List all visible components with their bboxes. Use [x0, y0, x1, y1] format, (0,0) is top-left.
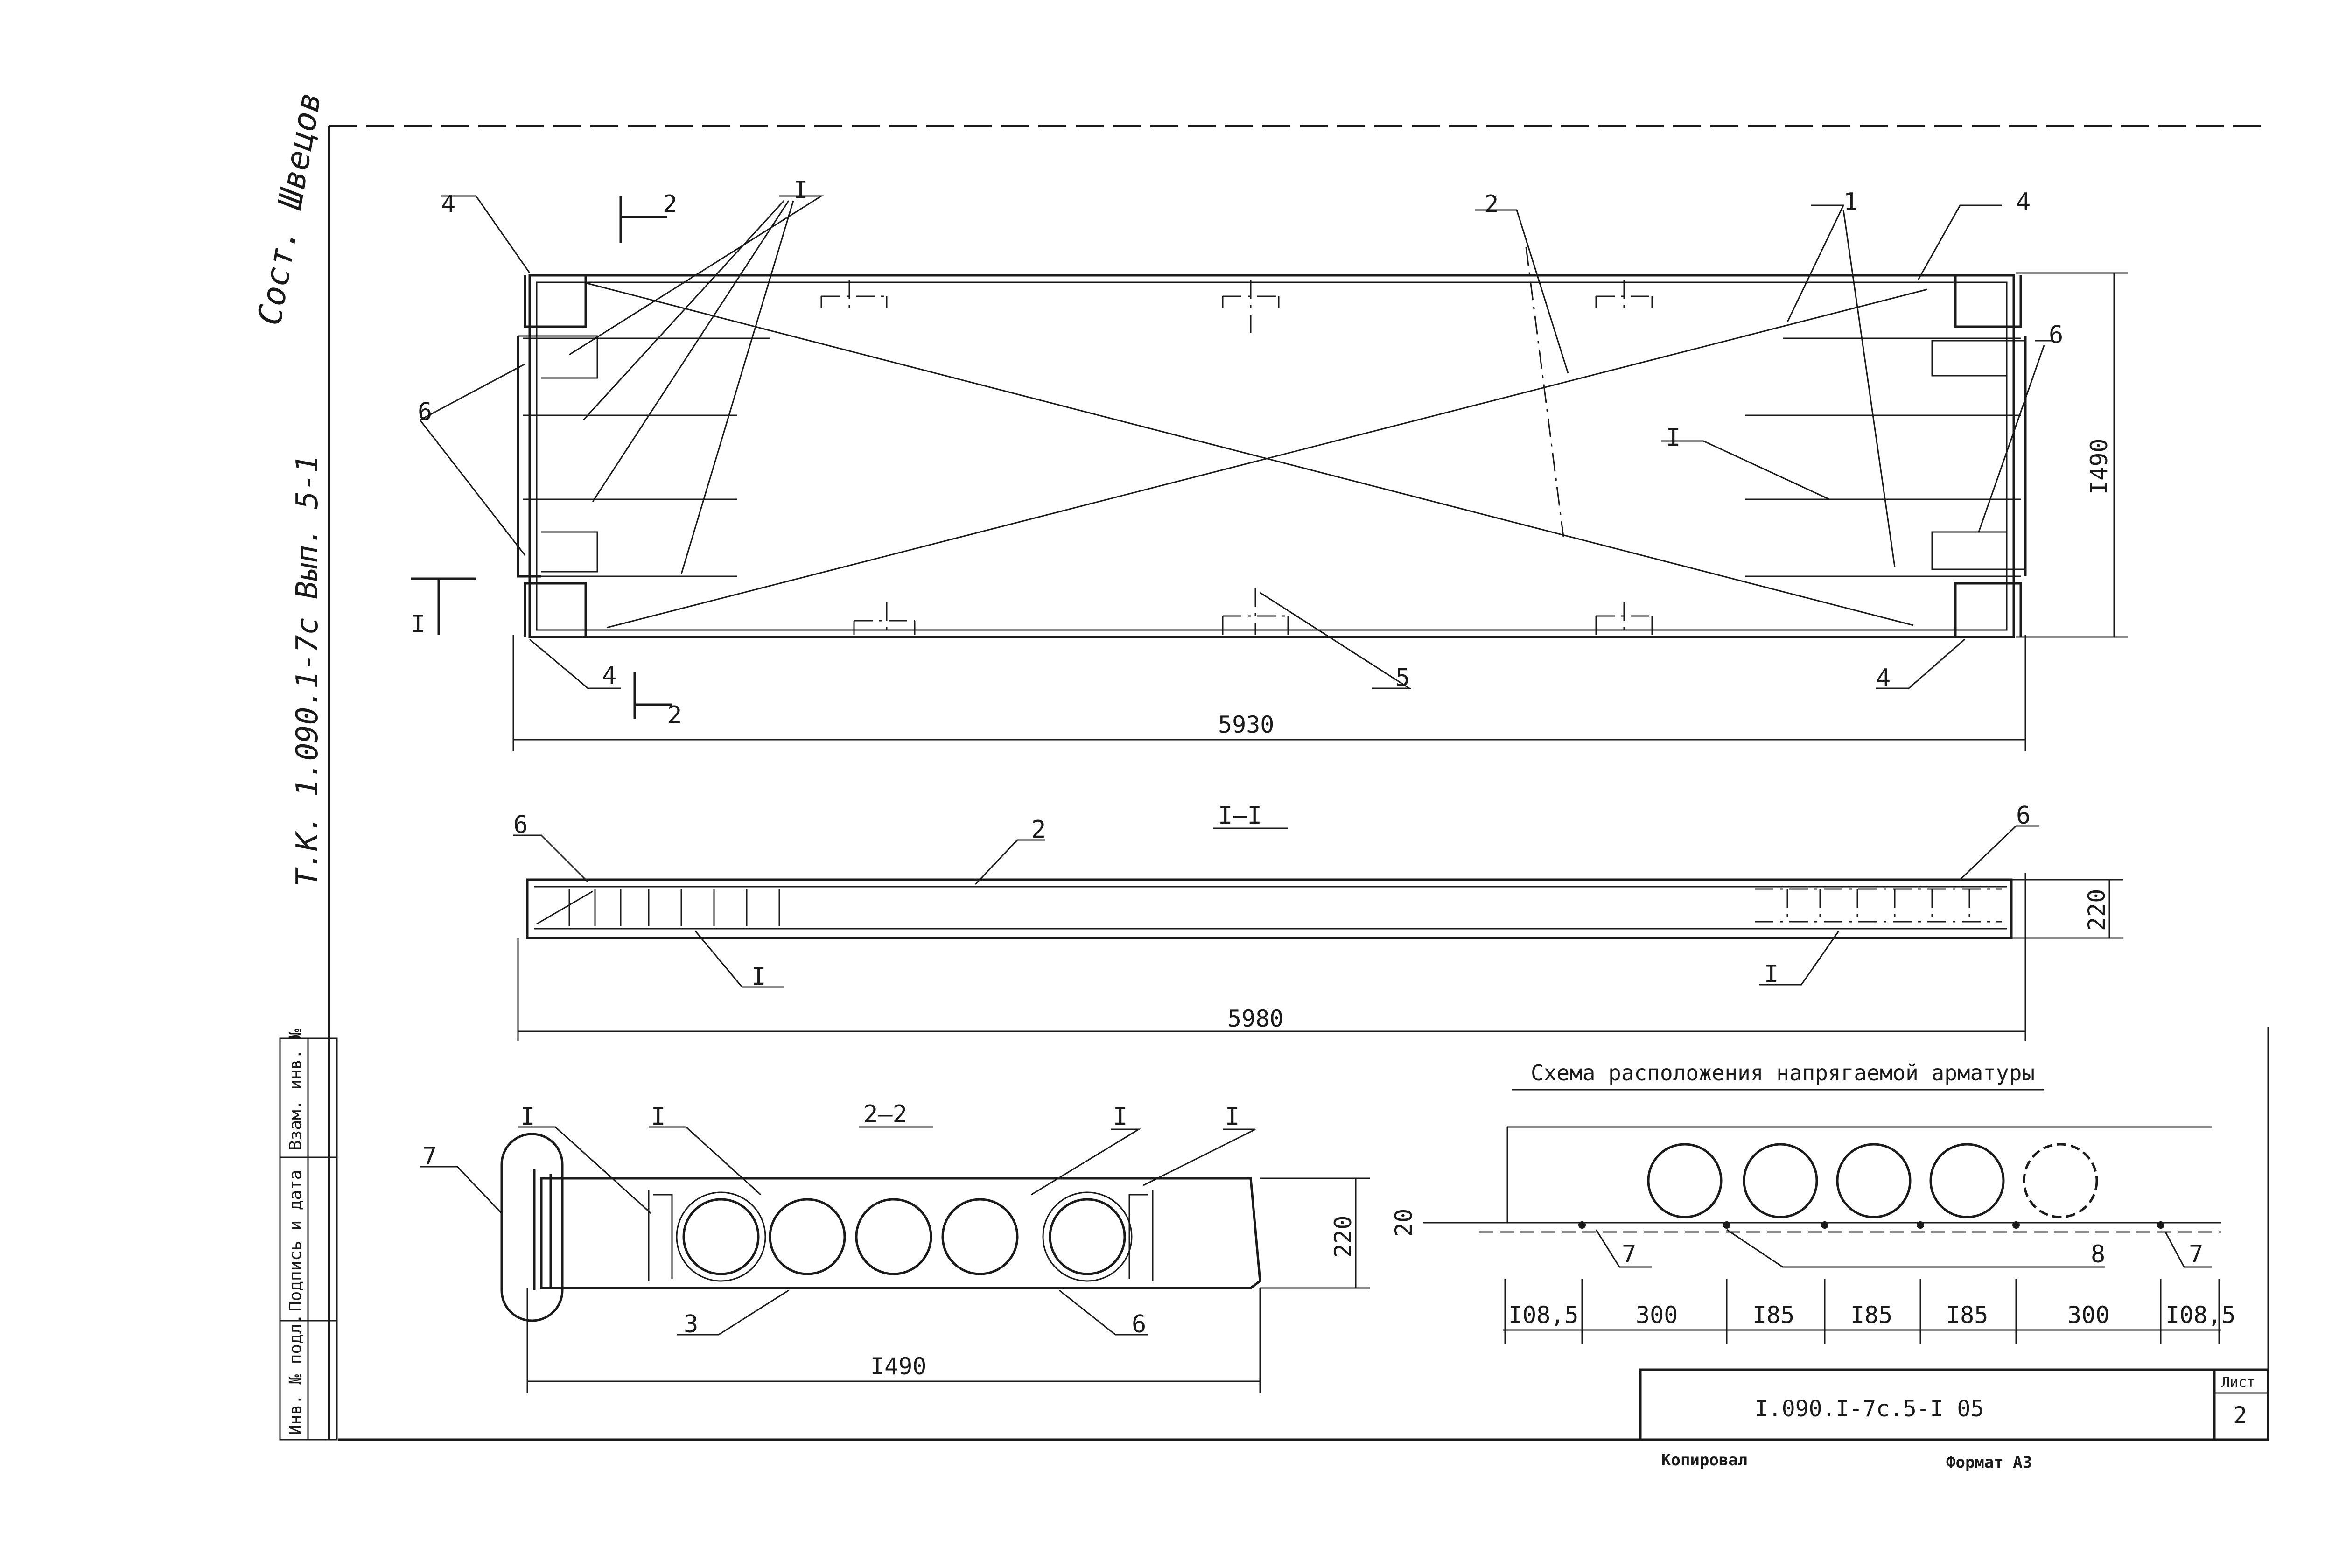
scheme-dim-3: I85	[1850, 1302, 1892, 1329]
stamp-replace-label: Взам. инв. №	[286, 1029, 305, 1150]
section-mark-I-left: I	[411, 610, 425, 638]
margin-notes: Сост. Швецов Т.К. 1.090.1-7с Вып. 5-1	[250, 89, 329, 887]
plan-width-dimension: I490	[2086, 439, 2113, 495]
scheme-void-5	[2023, 1143, 2098, 1218]
side-stamp: Инв. № подл. Подпись и дата Взам. инв. №	[279, 1029, 338, 1441]
sheet-number: 2	[2233, 1402, 2247, 1429]
section-1-1-height-dimension: 220	[2083, 889, 2110, 931]
signature: Сост. Швецов	[250, 89, 329, 328]
stamp-sign-label: Подпись и дата	[286, 1170, 305, 1311]
plan-callout-4-tl: 4	[441, 190, 455, 218]
plan-callout-I-top: I	[793, 176, 808, 204]
plan-callout-4-bl: 4	[602, 662, 616, 690]
tendon-scheme: Схема расположения напрягаемой арматуры …	[1390, 1060, 2236, 1344]
section-1-1-callout-6-left: 6	[513, 811, 528, 839]
plan-callout-2-dashed: 2	[1484, 190, 1499, 218]
section-2-2-callout-I-2: I	[651, 1103, 665, 1131]
section-1-1-callout-2: 2	[1031, 816, 1046, 844]
section-1-1-callout-6-right: 6	[2016, 802, 2031, 830]
plan-callout-4-br: 4	[1876, 664, 1891, 692]
plan-callout-6-right: 6	[2049, 321, 2063, 349]
scheme-void-2	[1743, 1143, 1818, 1218]
plan-callout-6-left: 6	[418, 398, 432, 426]
section-2-2-callout-I-3: I	[1113, 1103, 1127, 1131]
section-2-2: 2–2 7 I I I I 3 6	[420, 1100, 1370, 1393]
plan-callout-4-tr: 4	[2016, 188, 2031, 216]
scheme-dim-0: I08,5	[1508, 1302, 1579, 1329]
section-2-2-callout-I-4: I	[1225, 1103, 1240, 1131]
void-3	[855, 1198, 932, 1275]
section-1-1-title: I–I	[1218, 802, 1262, 830]
section-2-2-callout-7: 7	[422, 1142, 437, 1170]
plan-length-dimension: 5930	[1218, 711, 1274, 738]
void-1	[682, 1198, 760, 1275]
stamp-inv-label: Инв. № подл.	[286, 1314, 305, 1435]
scheme-dim-6: I08,5	[2165, 1302, 2236, 1329]
tendon-points	[1578, 1221, 2164, 1229]
section-1-1-length-dimension: 5980	[1227, 1005, 1283, 1032]
scheme-dim-5: 300	[2067, 1302, 2109, 1329]
scheme-callout-7-left: 7	[1622, 1240, 1636, 1268]
section-1-1-callout-I-left: I	[751, 963, 766, 991]
tendon-scheme-title: Схема расположения напрягаемой арматуры	[1531, 1060, 2035, 1085]
section-2-2-callout-3: 3	[684, 1310, 698, 1338]
plan-callout-2-bottom: 2	[667, 701, 682, 729]
scheme-dim-2: I85	[1752, 1302, 1794, 1329]
plan-callout-5: 5	[1395, 664, 1410, 692]
scheme-void-4	[1929, 1143, 2005, 1218]
scheme-dim-4: I85	[1946, 1302, 1988, 1329]
section-2-2-callout-6: 6	[1132, 1310, 1146, 1338]
section-1-1: I–I 6 2 I 6 I	[513, 802, 2123, 1041]
scheme-void-3	[1836, 1143, 1912, 1218]
section-2-2-height-dimension: 220	[1330, 1216, 1357, 1258]
scheme-callout-8: 8	[2091, 1240, 2105, 1268]
void-2	[769, 1198, 846, 1275]
series-reference: Т.К. 1.090.1-7с Вып. 5-1	[290, 455, 325, 887]
format-label: Формат А3	[1946, 1453, 2032, 1472]
plan-view: 4 2 I 2 1 4 6 6 I I 4 2 5 4 5930 I490	[411, 176, 2128, 751]
scheme-cover-dimension: 20	[1390, 1209, 1417, 1237]
sheet-label: Лист	[2221, 1374, 2255, 1391]
copied-label: Копировал	[1661, 1451, 1747, 1470]
section-2-2-title: 2–2	[863, 1100, 907, 1128]
void-5	[1049, 1198, 1126, 1275]
scheme-dim-1: 300	[1636, 1302, 1678, 1329]
drawing-designation: I.090.I-7с.5-I 05	[1755, 1396, 1984, 1422]
scheme-callout-7-right: 7	[2189, 1240, 2203, 1268]
plan-callout-2-top: 2	[663, 190, 677, 218]
void-4	[941, 1198, 1019, 1275]
scheme-void-1	[1647, 1143, 1723, 1218]
title-stamp: I.090.I-7с.5-I 05 Лист 2 Копировал Форма…	[1639, 1368, 2269, 1472]
plan-callout-1-right: 1	[1843, 188, 1858, 216]
section-2-2-width-dimension: I490	[870, 1353, 926, 1380]
section-2-2-callout-I-1: I	[520, 1103, 535, 1131]
section-1-1-callout-I-right: I	[1764, 960, 1779, 988]
plan-callout-I-right: I	[1666, 424, 1681, 452]
